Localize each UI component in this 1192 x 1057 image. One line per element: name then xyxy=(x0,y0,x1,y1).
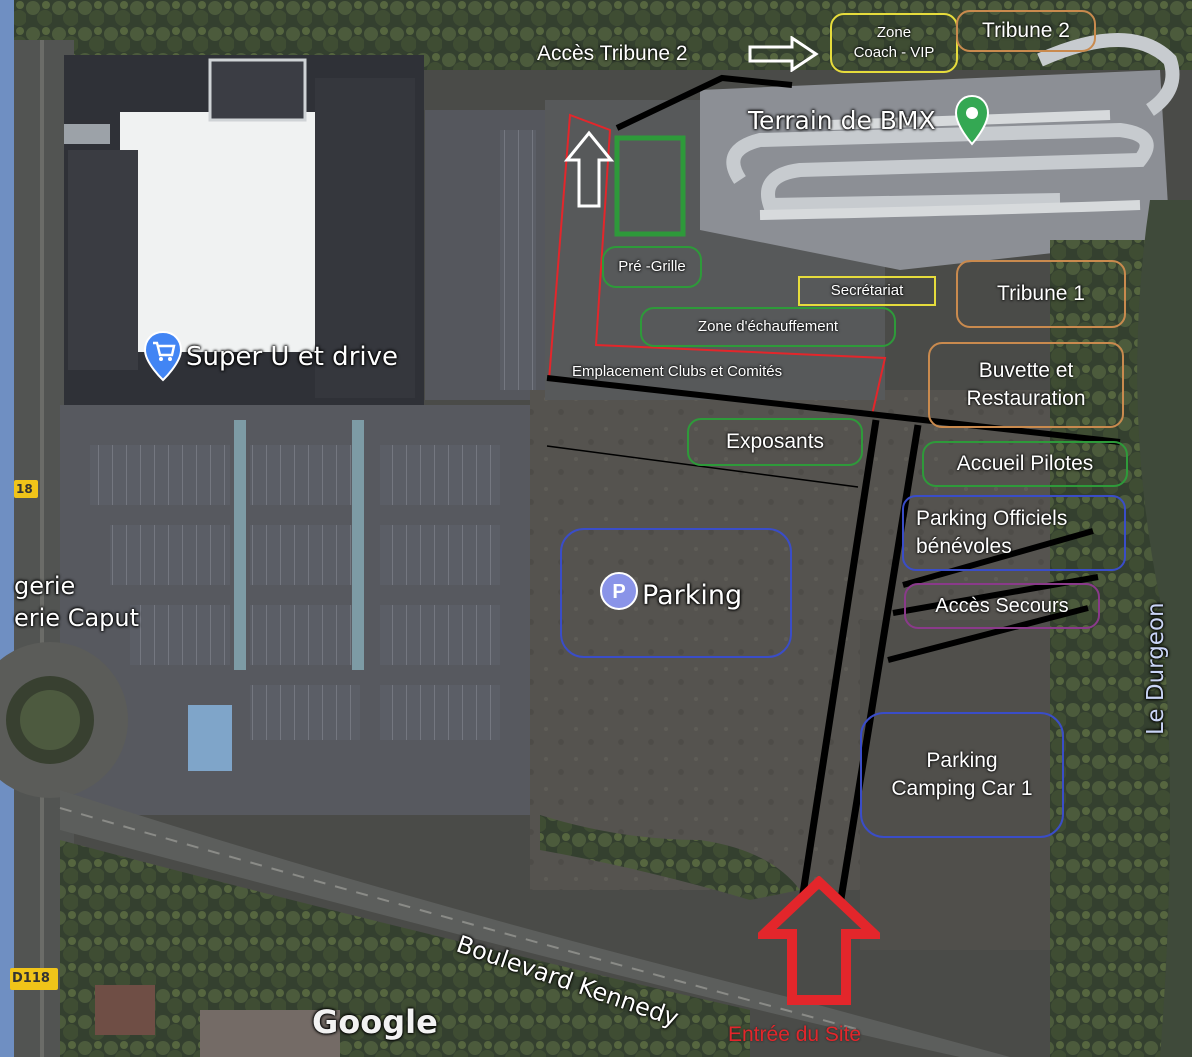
road-badge-bottom: D118 xyxy=(12,971,50,986)
pre-grille-label: Pré -Grille xyxy=(618,257,686,275)
shop-label-line1: gerie xyxy=(14,572,76,600)
tribune1-label: Tribune 1 xyxy=(997,281,1085,305)
accueil-pilotes-label: Accueil Pilotes xyxy=(956,451,1094,475)
road-badge-top: 18 xyxy=(16,482,33,496)
arrow-up-icon xyxy=(563,130,615,208)
river-label: Le Durgeon xyxy=(1143,602,1169,735)
camping-car-line2: Camping Car 1 xyxy=(891,777,1033,800)
secretariat-label: Secrétariat xyxy=(830,281,904,299)
entrance-arrow-icon xyxy=(758,876,880,1005)
tribune2-label: Tribune 2 xyxy=(982,18,1070,42)
acces-secours-zone[interactable]: Accès Secours xyxy=(904,583,1100,629)
tribune2-zone[interactable]: Tribune 2 xyxy=(956,10,1096,52)
buvette-line2: Restauration xyxy=(966,387,1086,410)
svg-text:P: P xyxy=(612,581,625,603)
acces-secours-label: Accès Secours xyxy=(935,594,1069,617)
acces-tribune2-label: Accès Tribune 2 xyxy=(537,42,688,65)
shopping-cart-pin-icon[interactable] xyxy=(143,330,183,382)
bmx-track-label[interactable]: Terrain de BMX xyxy=(748,106,936,135)
warmup-zone[interactable]: Zone d'échauffement xyxy=(640,307,896,347)
arrow-right-icon xyxy=(748,36,819,72)
buvette-zone[interactable]: Buvette et Restauration xyxy=(928,342,1124,428)
tribune1-zone[interactable]: Tribune 1 xyxy=(956,260,1126,328)
buvette-line1: Buvette et xyxy=(978,358,1074,382)
warmup-label: Zone d'échauffement xyxy=(697,317,839,335)
parking-officiels-zone[interactable]: Parking Officiels bénévoles xyxy=(902,495,1126,571)
exposants-zone[interactable]: Exposants xyxy=(687,418,863,466)
secretariat-zone[interactable]: Secrétariat xyxy=(798,276,936,306)
exposants-label: Exposants xyxy=(725,429,825,453)
parking-officiels-line2: bénévoles xyxy=(916,535,1012,558)
parking-label[interactable]: Parking xyxy=(642,580,743,611)
camping-car-line1: Parking xyxy=(926,748,998,772)
parking-zone[interactable] xyxy=(560,528,792,658)
location-pin-icon[interactable] xyxy=(954,94,990,146)
zone-coach-line1: Zone xyxy=(876,23,912,41)
zone-coach-vip[interactable]: Zone Coach - VIP xyxy=(830,13,958,73)
site-entrance-label: Entrée du Site xyxy=(728,1023,862,1046)
clubs-area-label: Emplacement Clubs et Comités xyxy=(572,363,783,380)
pre-grille-zone[interactable]: Pré -Grille xyxy=(602,246,702,288)
parking-icon[interactable]: P xyxy=(599,571,639,615)
supermarket-label[interactable]: Super U et drive xyxy=(186,342,398,372)
shop-label-line2: erie Caput xyxy=(14,604,140,632)
google-logo: Google xyxy=(312,1003,438,1041)
camping-car-zone[interactable]: Parking Camping Car 1 xyxy=(860,712,1064,838)
zone-coach-line2: Coach - VIP xyxy=(853,44,935,61)
parking-officiels-line1: Parking Officiels xyxy=(916,506,1068,530)
accueil-pilotes-zone[interactable]: Accueil Pilotes xyxy=(922,441,1128,487)
